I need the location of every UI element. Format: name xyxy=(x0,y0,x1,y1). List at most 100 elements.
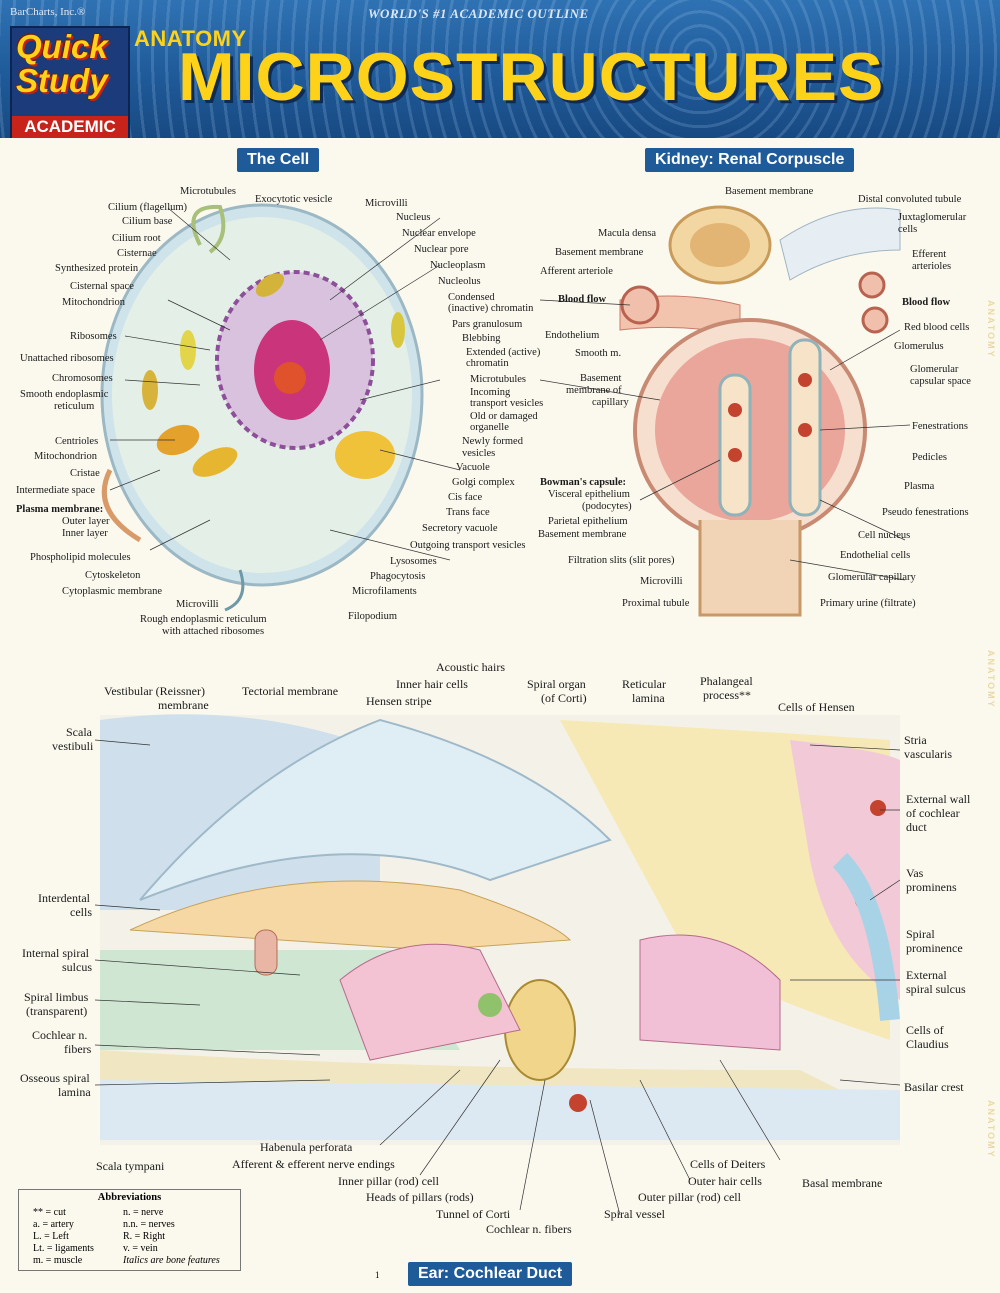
cell-label: Nucleoplasm xyxy=(430,260,486,271)
ear-label: Spiral xyxy=(906,927,935,941)
kidney-label: Smooth m. xyxy=(575,348,622,359)
ear-label: Basilar crest xyxy=(904,1080,964,1094)
kidney-label: Glomerular capillary xyxy=(828,572,916,583)
cell-label: Secretory vacuole xyxy=(422,523,498,534)
cell-label: Incoming xyxy=(470,387,511,398)
abbr-item: L. = Left xyxy=(33,1231,69,1242)
cell-label: Phospholipid molecules xyxy=(30,552,131,563)
ear-label: cells xyxy=(70,905,92,919)
cell-label: Ribosomes xyxy=(70,331,117,342)
abbr-item: a. = artery xyxy=(33,1219,74,1230)
cell-label: Cilium root xyxy=(112,233,161,244)
kidney-label: Cell nucleus xyxy=(858,530,911,541)
ear-label: Phalangeal xyxy=(700,674,753,688)
ear-label: vascularis xyxy=(904,747,952,761)
ear-label: Vestibular (Reissner) xyxy=(104,684,205,698)
ear-label: Cells of Hensen xyxy=(778,700,855,714)
abbreviations-box: Abbreviations ** = cut a. = artery L. = … xyxy=(18,1189,241,1271)
kidney-label: Bowman's capsule: xyxy=(540,477,627,488)
kidney-label: Pedicles xyxy=(912,452,947,463)
subject-kicker: ANATOMY xyxy=(134,26,247,51)
kidney-label: Basement membrane xyxy=(538,529,627,540)
kidney-label: Basement xyxy=(580,373,622,384)
cell-label: Trans face xyxy=(446,507,490,518)
ear-label: Afferent & efferent nerve endings xyxy=(232,1157,395,1171)
ear-label: (transparent) xyxy=(26,1004,88,1018)
cell-label: Chromosomes xyxy=(52,373,113,384)
abbr-item: Lt. = ligaments xyxy=(33,1243,94,1254)
kidney-label: Basement membrane xyxy=(555,247,644,258)
cell-label: Inner layer xyxy=(62,528,108,539)
section-title-cell: The Cell xyxy=(237,148,320,172)
cell-label: Centrioles xyxy=(55,436,99,447)
cell-label: Nucleolus xyxy=(438,276,481,287)
cell-label: chromatin xyxy=(466,358,509,369)
ear-label: duct xyxy=(906,820,927,834)
ear-label: Spiral organ xyxy=(527,677,586,691)
page-title: MICROSTRUCTURES xyxy=(178,39,885,115)
ear-label: prominens xyxy=(906,880,957,894)
cell-label: with attached ribosomes xyxy=(162,626,265,637)
kidney-label: Microvilli xyxy=(640,576,683,587)
side-watermark: ANATOMY xyxy=(986,650,996,709)
kidney-label: (podocytes) xyxy=(582,501,632,512)
kidney-label: capsular space xyxy=(910,376,971,387)
kidney-label: Primary urine (filtrate) xyxy=(820,598,916,609)
kidney-label: Blood flow xyxy=(558,294,607,305)
ear-label: Spiral limbus xyxy=(24,990,89,1004)
ear-label: Interdental xyxy=(38,891,90,905)
cell-label: Nucleus xyxy=(396,212,431,223)
cell-label: transport vesicles xyxy=(470,398,544,409)
cell-label: Intermediate space xyxy=(16,485,95,496)
kidney-label: Juxtaglomerular xyxy=(898,212,967,223)
cell-label: Cytoplasmic membrane xyxy=(62,586,163,597)
cell-label: Outer layer xyxy=(62,516,110,527)
ear-label: prominence xyxy=(906,941,963,955)
ear-illustration xyxy=(100,714,900,1145)
ear-label: membrane xyxy=(158,698,209,712)
abbr-item: m. = muscle xyxy=(33,1255,83,1266)
abbr-item: n. = nerve xyxy=(123,1207,164,1218)
ear-label: Cochlear n. xyxy=(32,1028,88,1042)
cell-label: Exocytotic vesicle xyxy=(255,194,333,205)
cell-label: Microvilli xyxy=(176,599,219,610)
ear-label: fibers xyxy=(64,1042,92,1056)
cell-label: Cisternae xyxy=(117,248,157,259)
ear-label: Tunnel of Corti xyxy=(436,1207,511,1221)
ear-label: Habenula perforata xyxy=(260,1140,353,1154)
cell-label: Condensed xyxy=(448,292,495,303)
cell-label: Mitochondrion xyxy=(34,451,97,462)
abbr-item: Italics are bone features xyxy=(123,1255,220,1266)
kidney-label: Efferent xyxy=(912,249,947,260)
ear-label: Scala xyxy=(66,725,92,739)
ear-label: of cochlear xyxy=(906,806,960,820)
ear-label: Inner pillar (rod) cell xyxy=(338,1174,439,1188)
cell-label: organelle xyxy=(470,422,509,433)
cell-label: Nuclear pore xyxy=(414,244,469,255)
kidney-label: Endothelium xyxy=(545,330,600,341)
ear-label: Stria xyxy=(904,733,927,747)
kidney-label: Visceral epithelium xyxy=(548,489,630,500)
abbreviations-col2: n. = nerve n.n. = nerves R. = Right v. =… xyxy=(123,1207,220,1267)
ear-label: vestibuli xyxy=(52,739,94,753)
kidney-label: Glomerular xyxy=(910,364,959,375)
leader-lines xyxy=(94,207,911,1216)
logo-academic-band: ACADEMIC xyxy=(12,116,128,138)
cell-label: Phagocytosis xyxy=(370,571,426,582)
cell-illustration xyxy=(100,203,424,612)
side-watermark: ANATOMY xyxy=(986,300,996,359)
publisher-name: BarCharts, Inc.® xyxy=(10,6,86,18)
cell-label: Microvilli xyxy=(365,198,408,209)
header-texture xyxy=(0,0,1000,138)
cell-label: Microfilaments xyxy=(352,586,417,597)
cell-label: Smooth endoplasmic xyxy=(20,389,109,400)
cell-label: Old or damaged xyxy=(470,411,538,422)
kidney-label: Pseudo fenestrations xyxy=(882,507,969,518)
ear-label: Osseous spiral xyxy=(20,1071,90,1085)
ear-label: Heads of pillars (rods) xyxy=(366,1190,474,1204)
cell-label: Plasma membrane: xyxy=(16,504,104,515)
kidney-label: Red blood cells xyxy=(904,322,970,333)
side-watermark: ANATOMY xyxy=(986,1100,996,1159)
